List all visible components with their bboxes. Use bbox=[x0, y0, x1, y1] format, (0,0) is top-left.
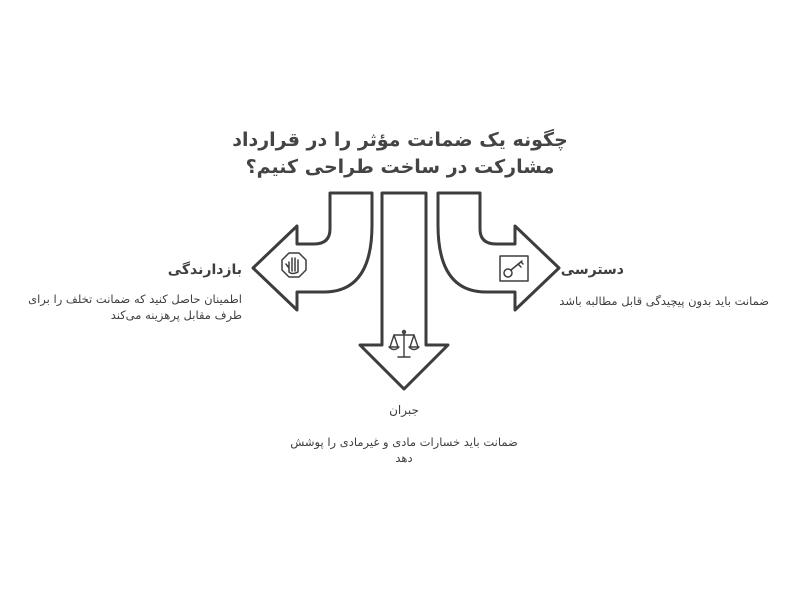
diagram-title-line-1: چگونه یک ضمانت مؤثر را در قرارداد bbox=[232, 129, 568, 151]
right-arrow bbox=[436, 191, 561, 312]
scales-icon bbox=[388, 329, 420, 358]
compensation-heading: جبران bbox=[389, 403, 419, 417]
accessibility-description: ضمانت باید بدون پیچیدگی قابل مطالبه باشد bbox=[559, 294, 769, 308]
left-arrow bbox=[251, 191, 374, 312]
key-icon bbox=[499, 255, 529, 282]
compensation-description: ضمانت باید خسارات مادی و غیرمادی را پوشش… bbox=[290, 435, 518, 465]
center-arrow bbox=[358, 191, 450, 391]
stop-hand-icon bbox=[281, 252, 307, 278]
diagram-title-line-2: مشارکت در ساخت طراحی کنیم؟ bbox=[245, 156, 555, 178]
accessibility-heading: دسترسی bbox=[560, 262, 624, 278]
deterrence-heading: بازدارندگی bbox=[167, 262, 242, 278]
deterrence-description: اطمینان حاصل کنید که ضمانت تخلف را برای … bbox=[28, 292, 242, 322]
diagram-title: چگونه یک ضمانت مؤثر را در قرارداد مشارکت… bbox=[200, 127, 600, 181]
